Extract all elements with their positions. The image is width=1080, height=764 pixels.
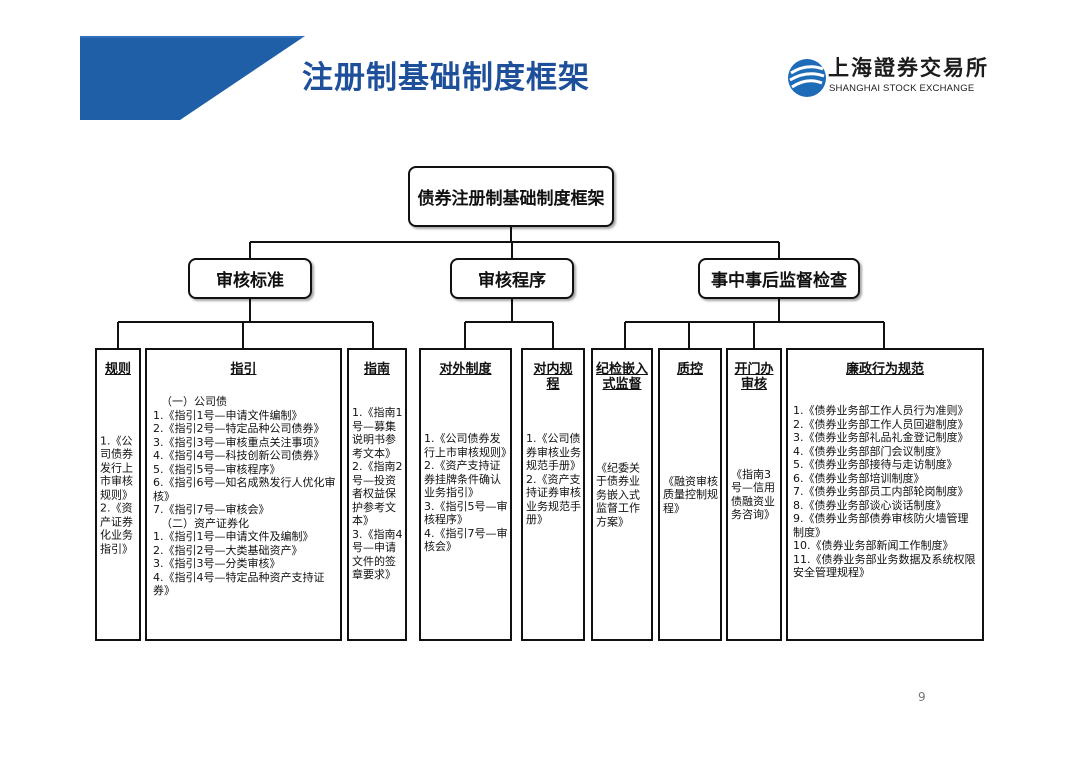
node-guides-title: 指南	[363, 362, 390, 377]
list-item: 2.《资产支持证券审核业务规范手册》	[526, 472, 581, 527]
list-item: 5.《指引5号—审核程序》	[153, 462, 281, 476]
list-item: 4.《指引7号—审核会》	[424, 526, 508, 554]
header-banner	[80, 36, 305, 120]
list-item: 4.《指引4号—特定品种资产支持证券》	[153, 570, 325, 598]
node-supervision: 事中事后监督检查	[698, 258, 860, 299]
list-item: 7.《指引7号—审核会》	[153, 503, 270, 516]
list-item: 6.《债券业务部培训制度》	[793, 471, 925, 485]
list-item: 1.《指引1号—申请文件编制》	[153, 408, 303, 422]
list-item: 3.《指引5号—审核程序》	[424, 499, 508, 527]
node-integrity-conduct-list: 1.《债券业务部工作人员行为准则》 2.《债券业务部工作人员回避制度》 3.《债…	[793, 404, 978, 580]
list-item: 1.《公司债券审核业务规范手册》	[526, 432, 581, 472]
node-integrity-conduct: 廉政行为规范 1.《债券业务部工作人员行为准则》 2.《债券业务部工作人员回避制…	[786, 348, 984, 641]
list-item: 3.《债券业务部礼品礼金登记制度》	[793, 431, 969, 444]
list-item: 2.《指引2号—大类基础资产》	[153, 543, 303, 557]
node-external-rules-title: 对外制度	[439, 362, 492, 377]
node-review-process: 审核程序	[450, 258, 574, 299]
node-discipline-supervision: 纪检嵌入式监督 《纪委关于债券业务嵌入式监督工作方案》	[591, 348, 653, 641]
list-item: 10.《债券业务部新闻工作制度》	[793, 539, 954, 552]
node-review-standards: 审核标准	[188, 258, 312, 299]
section-heading: （一）公司债	[161, 395, 227, 408]
list-item: 5.《债券业务部接待与走访制度》	[793, 458, 958, 471]
list-item: 4.《指引4号—科技创新公司债券》	[153, 449, 325, 462]
list-item: 1.《指南1号—募集说明书参考文本》	[352, 406, 403, 460]
banner-dark-shape	[80, 36, 305, 120]
list-item: 1.《公司债券发行上市审核规则》	[424, 432, 512, 459]
node-quality-control-list: 《融资审核质量控制规程》	[663, 474, 718, 515]
node-guides-list: 1.《指南1号—募集说明书参考文本》 2.《指南2号—投资者权益保护参考文本》 …	[352, 406, 403, 582]
list-item: 1.《指引1号—申请文件及编制》	[153, 530, 314, 543]
list-item: 7.《债券业务部员工内部轮岗制度》	[793, 485, 969, 498]
list-item: 3.《指南4号—申请文件的签章要求》	[352, 527, 403, 582]
root-node-label: 债券注册制基础制度框架	[417, 189, 605, 209]
list-item: 3.《指引3号—分类审核》	[153, 557, 281, 570]
list-item: 《纪委关于债券业务嵌入式监督工作方案》	[596, 460, 640, 528]
node-guides: 指南 1.《指南1号—募集说明书参考文本》 2.《指南2号—投资者权益保护参考文…	[347, 348, 407, 641]
node-external-rules-list: 1.《公司债券发行上市审核规则》 2.《资产支持证券挂牌条件确认业务指引》 3.…	[424, 432, 512, 554]
root-node: 债券注册制基础制度框架	[408, 166, 614, 227]
list-item: 8.《债券业务部谈心谈话制度》	[793, 498, 947, 512]
slide-title: 注册制基础制度框架	[302, 60, 590, 96]
node-rules: 规则 1.《公司债券发行上市审核规则》 2.《资产证券化业务指引》	[95, 348, 141, 641]
list-item: 4.《债券业务部部门会议制度》	[793, 444, 947, 458]
node-open-review-title: 开门办审核	[734, 362, 774, 392]
node-discipline-supervision-title: 纪检嵌入式监督	[595, 362, 648, 392]
node-guidelines-list: （一）公司债 1.《指引1号—申请文件编制》 2.《指引2号—特定品种公司债券》…	[153, 395, 336, 598]
node-internal-rules-title: 对内规程	[533, 362, 573, 392]
list-item: 《指南3号—信用债融资业务咨询》	[731, 467, 775, 522]
logo-name-en: SHANGHAI STOCK EXCHANGE	[829, 83, 975, 94]
node-guidelines-title: 指引	[230, 362, 257, 377]
node-review-process-label: 审核程序	[478, 271, 546, 291]
list-item: 1.《债券业务部工作人员行为准则》	[793, 404, 969, 417]
list-item: 9.《债券业务部债券审核防火墙管理制度》	[793, 512, 969, 539]
node-quality-control-title: 质控	[676, 362, 703, 377]
node-rules-list: 1.《公司债券发行上市审核规则》 2.《资产证券化业务指引》	[100, 434, 137, 556]
node-rules-title: 规则	[104, 362, 131, 377]
node-integrity-conduct-title: 廉政行为规范	[845, 362, 924, 377]
list-item: 11.《债券业务部业务数据及系统权限安全管理规程》	[793, 552, 976, 580]
list-item: 2.《资产支持证券挂牌条件确认业务指引》	[424, 459, 501, 499]
node-supervision-label: 事中事后监督检查	[711, 271, 847, 291]
node-review-standards-label: 审核标准	[216, 271, 284, 291]
list-item: 2.《债券业务部工作人员回避制度》	[793, 417, 969, 431]
list-item: 《融资审核质量控制规程》	[663, 474, 718, 515]
node-open-review: 开门办审核 《指南3号—信用债融资业务咨询》	[726, 348, 782, 641]
node-quality-control: 质控 《融资审核质量控制规程》	[658, 348, 722, 641]
node-internal-rules-list: 1.《公司债券审核业务规范手册》 2.《资产支持证券审核业务规范手册》	[526, 432, 581, 527]
list-item: 2.《资产证券化业务指引》	[100, 501, 133, 555]
list-item: 1.《公司债券发行上市审核规则》	[100, 433, 133, 501]
list-item: 2.《指引2号—特定品种公司债券》	[153, 422, 325, 435]
node-guidelines: 指引 （一）公司债 1.《指引1号—申请文件编制》 2.《指引2号—特定品种公司…	[145, 348, 342, 641]
node-discipline-supervision-list: 《纪委关于债券业务嵌入式监督工作方案》	[596, 461, 649, 529]
sse-logo-icon	[788, 59, 826, 97]
node-external-rules: 对外制度 1.《公司债券发行上市审核规则》 2.《资产支持证券挂牌条件确认业务指…	[419, 348, 512, 641]
banner-light-shape	[80, 36, 305, 38]
page-number: 9	[918, 690, 926, 704]
node-open-review-list: 《指南3号—信用债融资业务咨询》	[731, 468, 778, 522]
logo-name-cn: 上海證券交易所	[828, 55, 989, 80]
list-item: 6.《指引6号—知名成熟发行人优化审核》	[153, 476, 336, 503]
node-internal-rules: 对内规程 1.《公司债券审核业务规范手册》 2.《资产支持证券审核业务规范手册》	[521, 348, 585, 641]
list-item: 2.《指南2号—投资者权益保护参考文本》	[352, 460, 403, 527]
section-heading: （二）资产证券化	[161, 516, 249, 530]
list-item: 3.《指引3号—审核重点关注事项》	[153, 435, 325, 449]
